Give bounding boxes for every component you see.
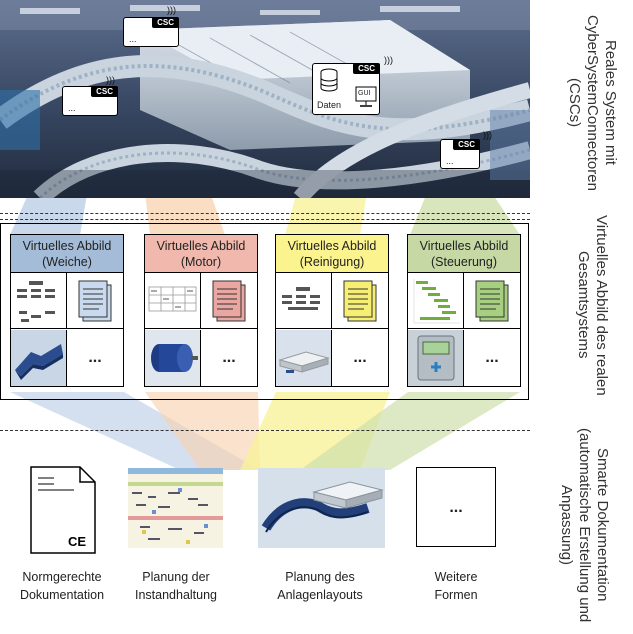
model-thumbnail: [11, 330, 67, 386]
cleaning-unit-3d-icon: [276, 330, 331, 386]
more-thumbnail: ...: [485, 349, 499, 366]
label-smarte-dokumentation: Smarte Dokumentation (automatische Erste…: [558, 427, 611, 623]
more-thumbnail: ...: [88, 349, 102, 366]
card-title: Virtuelles Abbild: [156, 239, 246, 253]
card-header: Virtuelles Abbild (Reinigung): [276, 235, 388, 273]
diagram-thumbnail: [408, 273, 464, 329]
maintenance-plan-thumbnail: [128, 468, 223, 548]
wifi-icon: ))): [483, 130, 492, 140]
label-planung-instandhaltung: Planung der Instandhaltung: [116, 568, 236, 604]
wifi-icon: ))): [167, 5, 176, 15]
card-title: Virtuelles Abbild: [287, 239, 377, 253]
card-subtitle: (Weiche): [42, 255, 92, 269]
label-line: Anlagenlayouts: [277, 588, 363, 602]
csc-tag: CSC: [353, 63, 380, 74]
label-line: Weitere: [434, 570, 478, 584]
virtual-card-motor: Virtuelles Abbild (Motor) ...: [144, 234, 258, 387]
csc-tag: CSC: [453, 139, 480, 150]
card-header: Virtuelles Abbild (Steuerung): [408, 235, 520, 273]
model-thumbnail: [145, 330, 201, 386]
card-header: Virtuelles Abbild (Motor): [145, 235, 257, 273]
more-forms-box: ...: [416, 467, 496, 547]
more-thumbnail: ...: [222, 349, 236, 366]
separator-bottom: [0, 430, 530, 431]
csc-tag: CSC: [91, 86, 118, 97]
block-diagram-icon: [282, 287, 320, 310]
beam-motor-bottom: [145, 392, 260, 470]
card-header: Virtuelles Abbild (Weiche): [11, 235, 123, 273]
document-stack-icon: [78, 280, 112, 322]
plant-layout-thumbnail: [258, 468, 385, 548]
document-stack-icon: [343, 280, 377, 322]
csc-box-weiche: CSC ...: [62, 86, 118, 116]
label-line: Dokumentation: [19, 588, 105, 602]
label-line: Normgerechte: [22, 570, 102, 584]
diagram-thumbnail: [276, 273, 332, 329]
gantt-chart-icon: [413, 279, 460, 324]
document-thumbnail: [464, 273, 520, 329]
standard-document-icon: CE: [30, 466, 96, 554]
ce-mark: CE: [68, 534, 86, 549]
card-title: Virtuelles Abbild: [22, 239, 112, 253]
card-title: Virtuelles Abbild: [419, 239, 509, 253]
label-line: Instandhaltung: [134, 588, 217, 602]
document-stack-icon: [212, 280, 246, 322]
label-weitere-formen: Weitere Formen: [396, 568, 516, 604]
csc-dots: ...: [68, 103, 76, 113]
label-planung-anlagenlayouts: Planung des Anlagenlayouts: [260, 568, 380, 604]
label-line: Formen: [434, 588, 478, 602]
diagram-thumbnail: [145, 273, 201, 329]
label-normgerechte-dokumentation: Normgerechte Dokumentation: [2, 568, 122, 604]
csc-box-reinigung: CSC Daten GUI: [312, 63, 380, 115]
card-subtitle: (Reinigung): [299, 255, 365, 269]
separator-top: [0, 213, 530, 214]
csc-dots: ...: [129, 34, 137, 44]
virtual-card-weiche: Virtuelles Abbild (Weiche) ...: [10, 234, 124, 387]
control-panel-3d-icon: [408, 330, 463, 386]
wifi-icon: ))): [106, 75, 115, 85]
database-icon: [320, 68, 338, 92]
label-line: Planung des: [285, 570, 355, 584]
virtual-card-reinigung: Virtuelles Abbild (Reinigung) ...: [275, 234, 389, 387]
block-diagram-icon: [17, 281, 55, 322]
virtual-system-frame: [0, 223, 529, 400]
virtual-card-steuerung: Virtuelles Abbild (Steuerung) ...: [407, 234, 521, 387]
card-subtitle: (Steuerung): [430, 255, 497, 269]
more-thumbnail: ...: [353, 349, 367, 366]
csc-tag: CSC: [152, 17, 179, 28]
model-thumbnail: [276, 330, 332, 386]
wifi-icon: ))): [384, 55, 393, 65]
csc-box-steuerung: CSC ...: [440, 139, 480, 169]
track-switch-3d-icon: [11, 330, 66, 386]
gui-label: GUI: [358, 90, 371, 97]
diagram-thumbnail: [11, 273, 67, 329]
csc-dots: ...: [446, 156, 454, 166]
schematic-icon: [148, 286, 197, 312]
card-subtitle: (Motor): [180, 255, 222, 269]
separator-top-2: [0, 219, 530, 220]
daten-label: Daten: [317, 100, 342, 110]
label-reales-system: Reales System mit CyberSystemConnectoren…: [566, 14, 619, 191]
document-thumbnail: [67, 273, 123, 329]
document-thumbnail: [332, 273, 388, 329]
document-stack-icon: [475, 280, 509, 322]
beam-steuerung-bottom: [300, 392, 520, 470]
label-virtuelles-abbild: Virtuelles Abbild des realen Gesamtsyste…: [575, 214, 610, 396]
document-thumbnail: [201, 273, 257, 329]
csc-box-motor: CSC ...: [123, 17, 179, 47]
motor-3d-icon: [145, 330, 200, 386]
label-line: Planung der: [142, 570, 210, 584]
model-thumbnail: [408, 330, 464, 386]
monitor-icon: [355, 86, 377, 107]
more-forms-dots: ...: [449, 499, 463, 516]
